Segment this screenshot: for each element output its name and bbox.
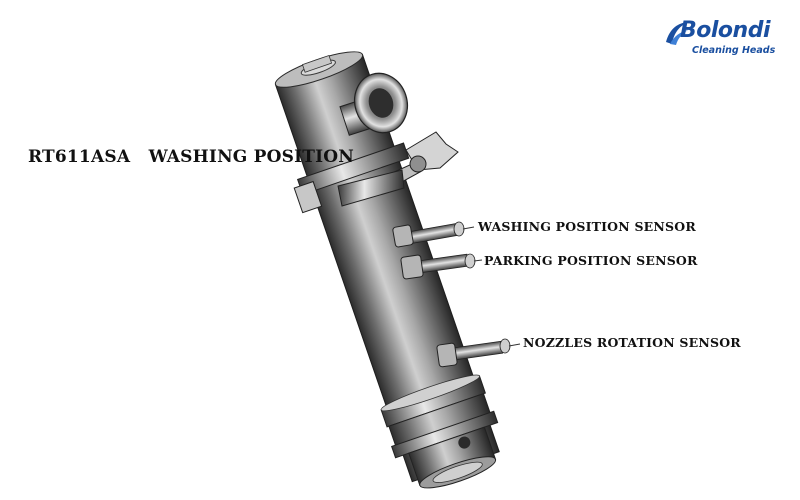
tube-body: [274, 51, 500, 489]
inlet-funnel: [339, 72, 409, 136]
logo-wordmark: Bolondi: [680, 18, 771, 43]
clamp-handle: [337, 131, 459, 207]
bolondi-logo: Bolondi Cleaning Heads: [664, 18, 794, 62]
parking-position-sensor-label: PARKING POSITION SENSOR: [484, 253, 698, 268]
diagram-title: RT611ASA WASHING POSITION: [28, 147, 355, 167]
logo-swoosh-icon: [666, 22, 688, 45]
nozzles-sensor-graphic: [436, 338, 521, 368]
washing-sensor-graphic: [392, 221, 475, 248]
washing-position-sensor-label: WASHING POSITION SENSOR: [478, 219, 696, 234]
parking-sensor-graphic: [400, 253, 483, 280]
nozzles-rotation-sensor-label: NOZZLES ROTATION SENSOR: [523, 335, 741, 350]
logo-subtitle: Cleaning Heads: [692, 45, 776, 56]
